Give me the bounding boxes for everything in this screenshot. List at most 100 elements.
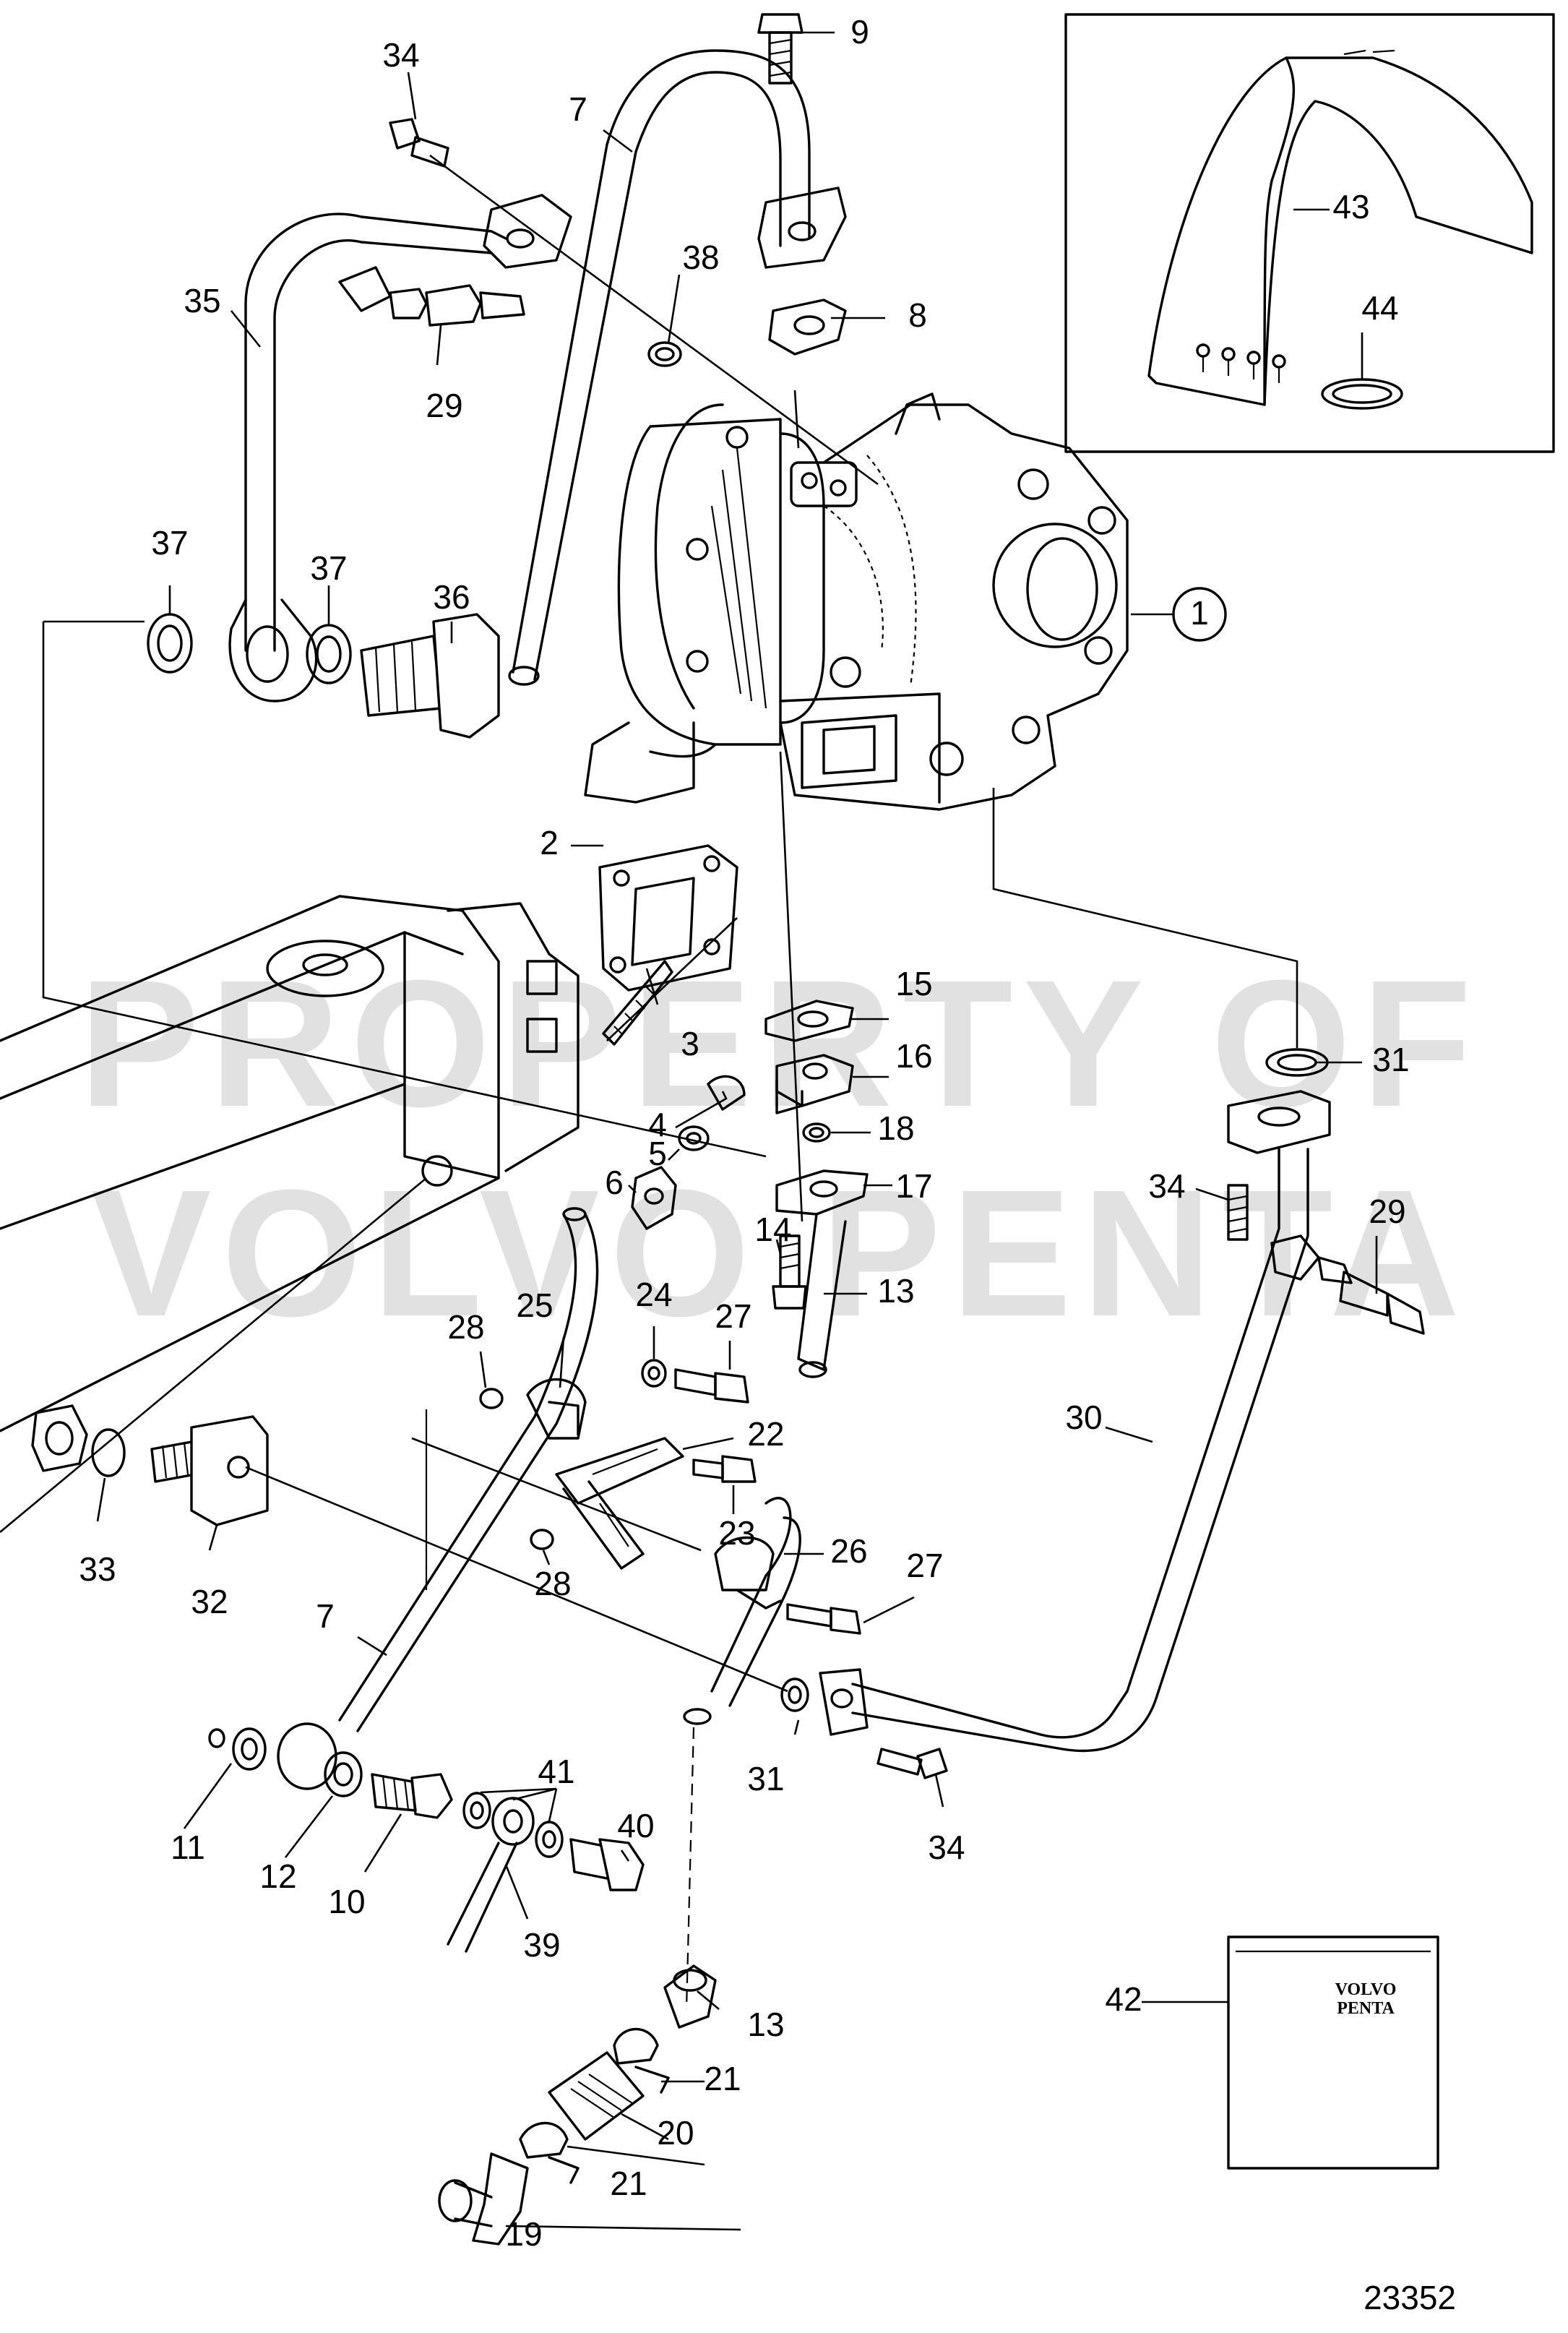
callout-labels: 9 34 7 35 38 8 29 37 37 36 1 2 3 15 16 3…: [79, 13, 1409, 2253]
callout-15: 15: [895, 965, 932, 1002]
callout-37-left: 37: [151, 524, 188, 562]
callout-5: 5: [648, 1135, 667, 1172]
callout-27-lower: 27: [906, 1547, 943, 1584]
callout-1: 1: [1190, 594, 1209, 632]
oil-pipe-30: [819, 1090, 1331, 1753]
callout-33: 33: [79, 1550, 116, 1588]
turbocharger: [584, 392, 1129, 811]
watermark-line-1: PROPERTY OF: [79, 942, 1481, 1144]
washer-28-lower: [530, 1529, 554, 1550]
callout-14: 14: [754, 1211, 791, 1248]
bolt-34-upper: [389, 118, 449, 168]
callout-21-upper: 21: [704, 2060, 741, 2097]
callout-22: 22: [747, 1415, 784, 1453]
callout-26: 26: [830, 1532, 867, 1570]
banjo-bolt-40: [569, 1838, 645, 1891]
oil-return-hose-13-lower: [683, 1497, 801, 2010]
callout-42: 42: [1105, 1980, 1142, 2018]
callout-21-lower: 21: [610, 2165, 647, 2202]
callout-44: 44: [1361, 289, 1398, 327]
callout-35: 35: [184, 282, 220, 319]
callout-27-upper: 27: [715, 1297, 751, 1335]
callout-6: 6: [605, 1164, 624, 1201]
callout-2: 2: [540, 824, 559, 862]
nut-33: [31, 1404, 126, 1477]
callout-37-right: 37: [310, 549, 347, 587]
kit-brand-line-2: PENTA: [1337, 1999, 1395, 2018]
callout-43: 43: [1332, 188, 1369, 225]
callout-25: 25: [516, 1286, 553, 1324]
gasket-8: [768, 298, 847, 356]
callout-36: 36: [433, 578, 470, 616]
callout-24: 24: [635, 1276, 672, 1313]
bolt-14: [772, 1234, 807, 1310]
callout-31-upper: 31: [1372, 1041, 1409, 1078]
kit-brand-line-1: VOLVO: [1335, 1980, 1397, 1999]
callout-28-lower: 28: [534, 1565, 571, 1602]
hose-20: [548, 2051, 645, 2141]
callout-34-upper: 34: [382, 36, 419, 74]
callout-8: 8: [908, 296, 927, 334]
oil-pipe-35: [228, 194, 572, 703]
washer-4: [707, 1075, 746, 1111]
callout-13-lower: 13: [747, 2006, 784, 2043]
washer-12: [324, 1751, 363, 1797]
callout-39: 39: [523, 1926, 560, 1964]
clamp-26: [714, 1536, 782, 1610]
clamp-21-lower: [519, 2121, 580, 2184]
callout-16: 16: [895, 1037, 932, 1075]
gasket-15: [764, 1000, 854, 1042]
flange-pipe-7: [757, 186, 847, 269]
callout-31-lower: 31: [747, 1760, 784, 1797]
seal-ring-38: [647, 341, 682, 367]
bolt-27-upper: [674, 1368, 749, 1404]
union-10: [371, 1773, 453, 1819]
washer-37-left: [147, 613, 193, 674]
callout-4: 4: [648, 1106, 667, 1143]
water-pipe-7-upper: [508, 49, 811, 686]
washer-11: [208, 1727, 267, 1771]
callout-34-right: 34: [1148, 1167, 1185, 1205]
callout-13-upper: 13: [877, 1272, 914, 1310]
callout-7-lower: 7: [316, 1597, 335, 1635]
bolt-34-lower: [876, 1748, 948, 1779]
callout-32: 32: [191, 1583, 228, 1620]
water-pipe-7-lower: [277, 1207, 599, 1790]
engine-block: [0, 895, 580, 1590]
washer-24: [641, 1359, 667, 1388]
washer-28-upper: [479, 1388, 504, 1409]
o-ring-18: [802, 1122, 831, 1143]
inset-heat-shield: [1064, 13, 1555, 453]
callout-10: 10: [328, 1883, 365, 1920]
fitting-29-upper: [389, 284, 525, 327]
elbow-19: [438, 2152, 529, 2246]
callout-34-lower: 34: [928, 1829, 965, 1866]
bolt-23: [692, 1455, 757, 1483]
callout-41: 41: [538, 1753, 574, 1790]
banjo-39: [447, 1797, 535, 1953]
bolt-9: [757, 13, 804, 85]
callout-7-upper: 7: [569, 90, 587, 128]
adapter-32: [150, 1415, 269, 1526]
callout-23: 23: [718, 1514, 755, 1552]
flange-17: [775, 1169, 869, 1216]
bracket-22: [555, 1437, 684, 1570]
fitting-29-right: [1317, 1256, 1425, 1335]
gasket-2: [598, 844, 738, 992]
clamp-21-upper: [613, 2027, 670, 2094]
figure-number: 23352: [1364, 2279, 1456, 2316]
callout-1-circle: [1172, 587, 1227, 642]
hose-end-13-bottom: [663, 1964, 717, 2029]
banjo-bolt-36: [360, 613, 500, 739]
callout-18: 18: [877, 1109, 914, 1147]
callout-11: 11: [171, 1829, 205, 1866]
leader-lines: [0, 31, 1378, 2231]
bolt-27-lower: [786, 1603, 861, 1635]
callout-19: 19: [505, 2215, 542, 2253]
callout-9: 9: [850, 13, 869, 51]
callout-20: 20: [657, 2114, 694, 2152]
washer-37-right: [306, 624, 352, 684]
callout-3: 3: [681, 1025, 699, 1062]
